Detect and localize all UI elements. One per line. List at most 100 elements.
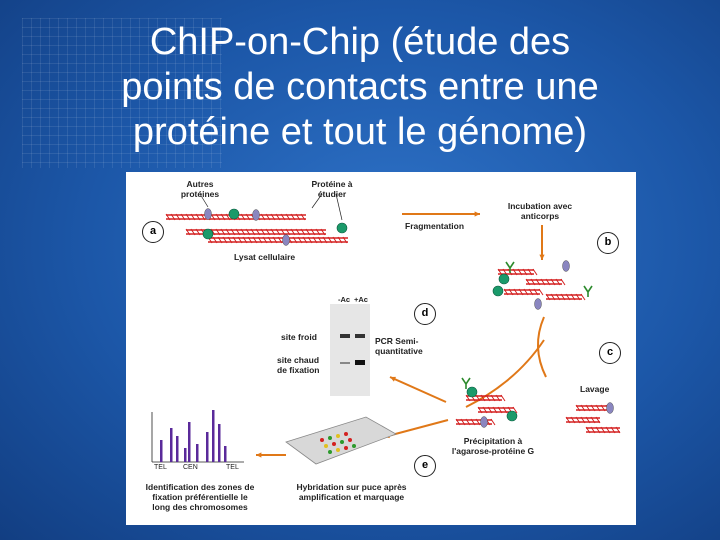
lysate-dna-top-rung <box>195 213 201 221</box>
lysate-dna-mid-rung <box>280 228 286 236</box>
lysate-dna-mid-rung <box>260 228 266 236</box>
target-protein-icon <box>506 410 518 422</box>
title-line-3: protéine et tout le génome) <box>132 111 588 153</box>
fragment-b1-rung <box>522 268 528 276</box>
lysate-dna-top-rung <box>240 213 246 221</box>
profile-bar <box>212 410 215 462</box>
fragment-p2-rung <box>502 406 508 414</box>
fragment-b2-rung <box>525 278 531 286</box>
lysate-dna-mid-rung <box>295 228 301 236</box>
gel-band <box>355 360 365 365</box>
lysate-dna-mid-rung <box>230 228 236 236</box>
fragment-w1-rung <box>575 404 581 412</box>
fragmentation-label: Fragmentation <box>405 221 465 231</box>
array-spot <box>324 444 328 448</box>
lysate-dna-mid-rung <box>275 228 281 236</box>
lysate-dna-mid-rung <box>290 228 296 236</box>
fragment-p1-rung <box>465 394 471 402</box>
lysate-dna-bottom-rung <box>332 236 338 244</box>
lysate-dna-mid-rung <box>235 228 241 236</box>
incubation-line-1: Incubation avec <box>507 201 573 211</box>
fragment-p1-rung <box>480 394 486 402</box>
fragment-b2-rung <box>535 278 541 286</box>
lysate-dna-bottom-rung <box>227 236 233 244</box>
incubation-line-2: anticorps <box>520 211 560 221</box>
fragment-p3-rung <box>475 418 481 426</box>
lysate-dna-bottom-rung <box>337 236 343 244</box>
fragment-p1-rung <box>475 394 481 402</box>
precipitation-line-2: l'agarose-protéine G <box>451 446 535 456</box>
lysate-dna-mid-rung <box>190 228 196 236</box>
array-spot <box>336 448 340 452</box>
lysate-dna-mid-rung <box>265 228 271 236</box>
fragment-w3-rung <box>610 426 616 434</box>
fragment-b3-rung <box>503 288 509 296</box>
fragment-w3-rung <box>600 426 606 434</box>
slide-title: ChIP-on-Chip (étude des points de contac… <box>40 20 680 155</box>
step-b-label: b <box>597 232 619 254</box>
fragment-b2-rung <box>555 278 561 286</box>
lysate-dna-bottom-rung <box>232 236 238 244</box>
identification-label: Identification des zones de fixation pré… <box>140 482 260 512</box>
precipitation-arrow <box>465 339 545 408</box>
lysate-dna-mid-rung <box>300 228 306 236</box>
fragment-w1-rung <box>600 404 606 412</box>
figure-artwork <box>151 193 621 465</box>
lysate-dna-top-rung <box>185 213 191 221</box>
lysate-dna-bottom-rung <box>222 236 228 244</box>
array-spot <box>344 432 348 436</box>
antibody-icon <box>505 261 515 273</box>
array-spot <box>336 434 340 438</box>
fragment-b3-rung <box>538 288 544 296</box>
fragment-w2-rung <box>570 416 576 424</box>
lysate-dna-bottom-rung <box>262 236 268 244</box>
lysate-dna-top-rung <box>200 213 206 221</box>
fragment-b4-rung <box>575 293 581 301</box>
gel-band <box>355 334 365 338</box>
fragment-b3-rung <box>518 288 524 296</box>
fragment-b1-rung <box>497 268 503 276</box>
title-line-1: ChIP-on-Chip (étude des <box>149 21 571 63</box>
lysate-dna-mid-rung <box>315 228 321 236</box>
profile-bar <box>188 422 191 462</box>
profile-bar <box>206 432 209 462</box>
lysate-dna-top-rung <box>275 213 281 221</box>
array-spot <box>328 450 332 454</box>
fragment-b2-rung <box>530 278 536 286</box>
target-protein-icon <box>466 386 478 398</box>
fragment-b2-rung <box>550 278 556 286</box>
fragment-p1-rung <box>495 394 501 402</box>
lysate-dna-mid-rung <box>225 228 231 236</box>
fragment-b4-rung <box>550 293 556 301</box>
fragment-p3-rung <box>465 418 471 426</box>
hybridization-line-1: Hybridation sur puce après <box>296 482 407 492</box>
fragment-b4-rung <box>565 293 571 301</box>
other-protein-icon <box>606 402 614 414</box>
fragment-b1-rung <box>502 268 508 276</box>
lysate-dna-bottom-rung <box>312 236 318 244</box>
profile-bar <box>218 424 221 462</box>
target-protein-line-1: Protéine à <box>311 179 353 189</box>
lysate-dna-bottom-rung <box>212 236 218 244</box>
fragment-b3-rung <box>533 288 539 296</box>
lysate-dna-top-rung <box>170 213 176 221</box>
gel-image <box>330 304 370 396</box>
fragment-p3-rung <box>490 418 496 426</box>
fragment-b3-rung <box>528 288 534 296</box>
fragment-w2-rung <box>590 416 596 424</box>
fragment-b1-rung <box>527 268 533 276</box>
profile-bar <box>160 440 163 462</box>
lysate-dna-bottom-rung <box>257 236 263 244</box>
fragmentation-arrow-head <box>474 211 480 217</box>
washing-label: Lavage <box>580 384 610 394</box>
identification-arrow-head <box>256 452 262 458</box>
pcr-line-1: PCR Semi- <box>375 336 419 346</box>
other-protein-icon <box>252 209 260 221</box>
lysate-dna-mid-rung <box>250 228 256 236</box>
fragment-w2-rung <box>595 416 601 424</box>
chart-tick-tel-left: TEL <box>154 464 167 471</box>
lysate-dna-top-rung <box>165 213 171 221</box>
lysate-dna-top-rung <box>260 213 266 221</box>
fragment-p1-rung <box>485 394 491 402</box>
